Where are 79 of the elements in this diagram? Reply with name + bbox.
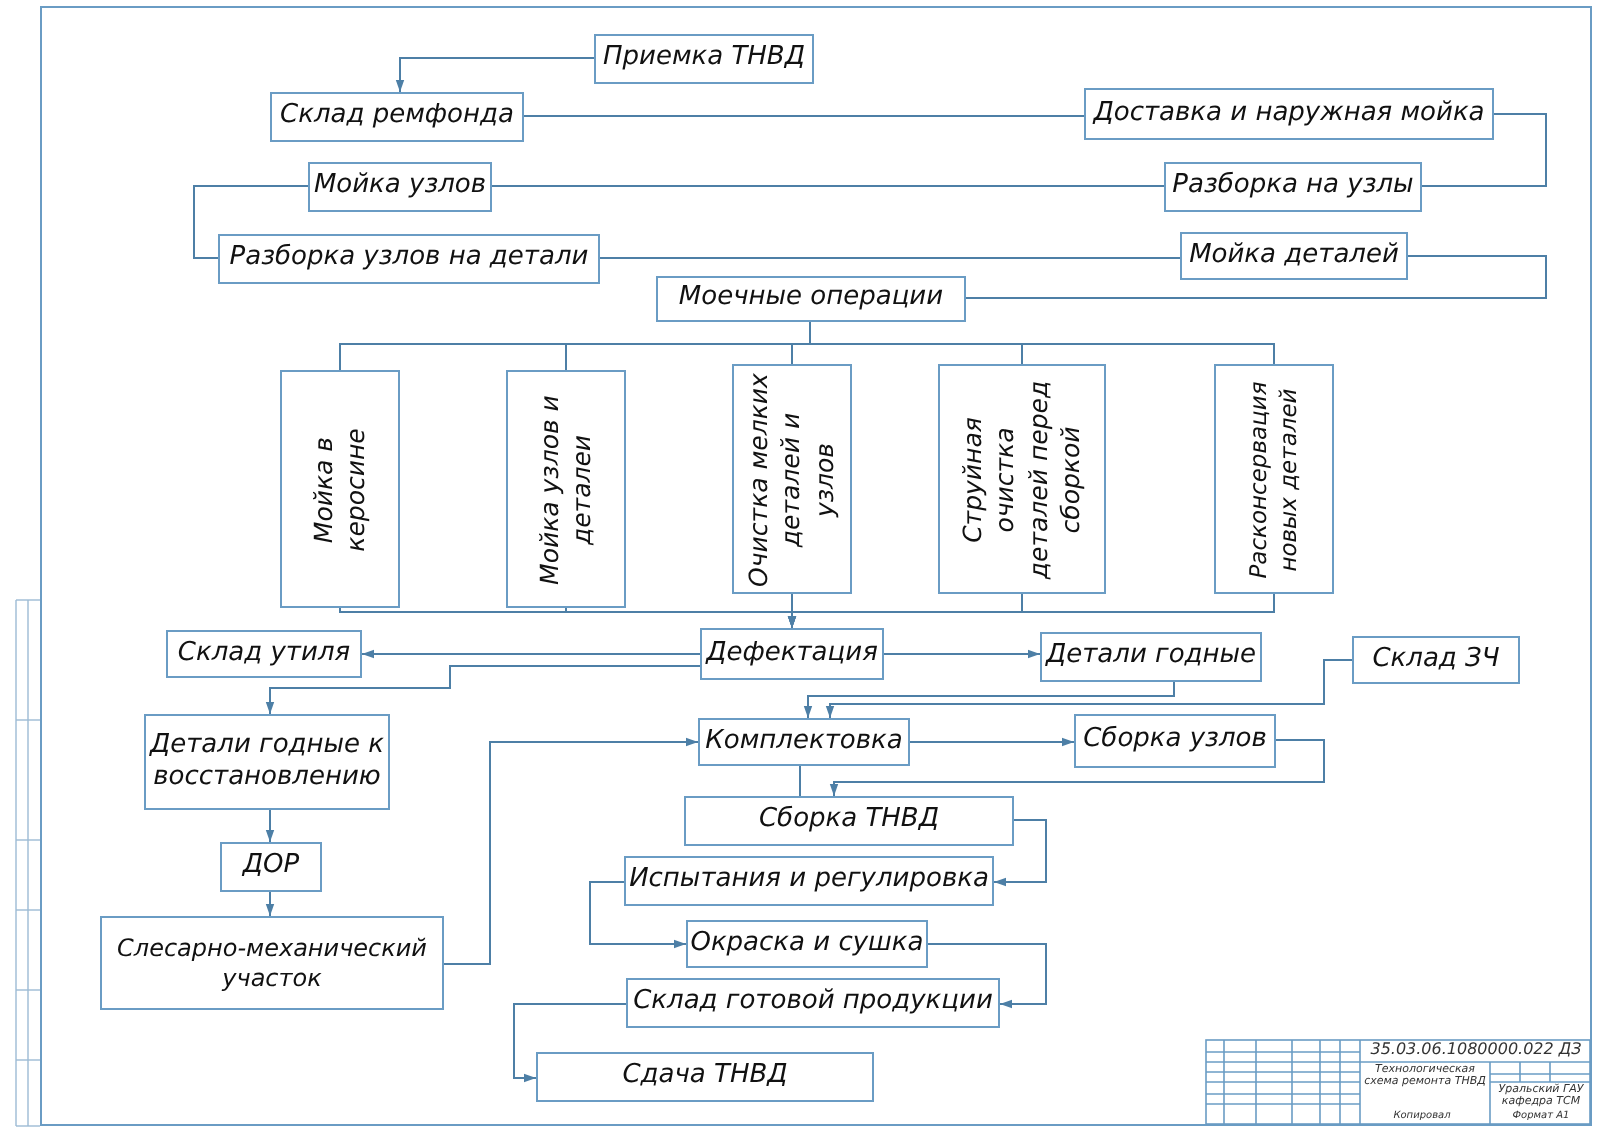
connector bbox=[265, 809, 275, 843]
process-box bbox=[656, 276, 966, 322]
process-box bbox=[280, 370, 400, 608]
process-box bbox=[698, 718, 910, 766]
process-label: Сдача ТНВД bbox=[622, 1060, 788, 1094]
connector bbox=[513, 1003, 627, 1083]
connector bbox=[909, 737, 1075, 747]
connector bbox=[809, 321, 1275, 365]
process-box bbox=[1040, 632, 1262, 682]
connector bbox=[265, 665, 701, 715]
connector bbox=[993, 819, 1047, 887]
title-block-text: 35.03.06.1080000.022 ДЗ bbox=[1368, 1042, 1584, 1060]
process-box bbox=[1084, 88, 1494, 140]
process-label: Склад готовой продукции bbox=[633, 986, 993, 1020]
connector bbox=[927, 943, 1047, 1009]
process-label: Окраска и сушка bbox=[690, 927, 924, 961]
process-box bbox=[686, 920, 928, 968]
process-box bbox=[166, 630, 362, 678]
process-box bbox=[732, 364, 852, 594]
process-box bbox=[1074, 714, 1276, 768]
process-label: Детали годные bbox=[1045, 640, 1257, 674]
process-label: Сборка ТНВД bbox=[758, 804, 940, 838]
connector bbox=[193, 185, 309, 259]
process-label: Доставка и наружная мойка bbox=[1093, 97, 1485, 131]
process-label: Детали годные к восстановлению bbox=[147, 729, 387, 795]
process-label: Мойка в керосине bbox=[307, 425, 372, 555]
process-box bbox=[536, 1052, 874, 1102]
process-label: Разборка узлов на детали bbox=[229, 242, 589, 276]
process-label: Мойка деталей bbox=[1189, 239, 1399, 273]
connector bbox=[443, 737, 699, 965]
process-box bbox=[1164, 162, 1422, 212]
connector bbox=[965, 255, 1547, 299]
process-label: Приемка ТНВД bbox=[602, 42, 806, 76]
process-box bbox=[938, 364, 1106, 594]
process-label: Сборка узлов bbox=[1083, 724, 1267, 758]
connector bbox=[361, 649, 701, 659]
process-label: Склад утиля bbox=[177, 637, 351, 671]
process-box bbox=[270, 92, 524, 142]
connector bbox=[265, 891, 275, 917]
process-label: Мойка узлов bbox=[313, 170, 487, 204]
process-box bbox=[1352, 636, 1520, 684]
process-box bbox=[1214, 364, 1334, 594]
process-label: Мойка узлов и деталеи bbox=[533, 392, 598, 589]
process-label: Слесарно-механический участок bbox=[115, 933, 429, 993]
process-label: Струйная очистка деталей перед сборкой bbox=[957, 377, 1087, 584]
connector bbox=[883, 649, 1041, 659]
connector bbox=[395, 57, 595, 93]
process-box bbox=[1180, 232, 1408, 280]
connector bbox=[491, 185, 1165, 187]
connector bbox=[803, 681, 1175, 719]
process-label: Комплектовка bbox=[705, 725, 903, 759]
connector bbox=[829, 739, 1325, 797]
connector bbox=[589, 881, 687, 949]
connector bbox=[523, 115, 1085, 117]
process-box bbox=[100, 916, 444, 1010]
process-box bbox=[684, 796, 1014, 846]
connector bbox=[1421, 113, 1547, 187]
process-label: Склад ремфонда bbox=[280, 100, 514, 134]
process-label: Моечные операции bbox=[678, 282, 944, 316]
process-box bbox=[144, 714, 390, 810]
connector bbox=[799, 765, 801, 797]
process-box bbox=[626, 978, 1000, 1028]
process-box bbox=[594, 34, 814, 84]
connector bbox=[787, 593, 1275, 629]
process-label: Дефектация bbox=[706, 637, 878, 671]
process-label: Испытания и регулировка bbox=[629, 864, 989, 898]
process-label: Расконсервация новых деталей bbox=[1244, 378, 1304, 582]
process-box bbox=[700, 628, 884, 680]
process-label: Склад ЗЧ bbox=[1372, 643, 1500, 677]
process-box bbox=[220, 842, 322, 892]
process-label: ДОР bbox=[242, 850, 300, 884]
process-box bbox=[218, 234, 600, 284]
process-box bbox=[624, 856, 994, 906]
connector bbox=[825, 659, 1353, 719]
connector bbox=[599, 257, 1181, 259]
process-box bbox=[506, 370, 626, 608]
process-label: Очистка мелких деталей и узлов bbox=[743, 372, 841, 586]
process-box bbox=[308, 162, 492, 212]
process-label: Разборка на узлы bbox=[1172, 170, 1414, 204]
